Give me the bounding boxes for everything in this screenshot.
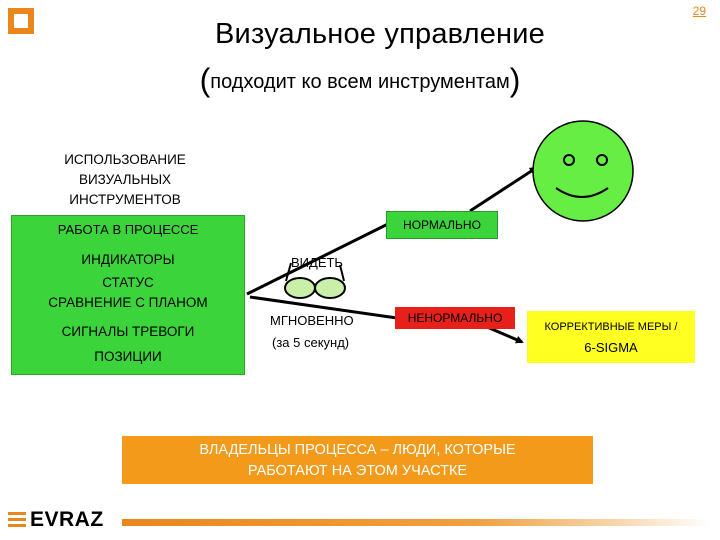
alarm-signals-item: СИГНАЛЫ ТРЕВОГИ [61, 324, 195, 339]
slide-title: Визуальное управление [0, 18, 720, 51]
positions-item: ПОЗИЦИИ [94, 349, 162, 364]
arrow-to-abnormal [249, 295, 398, 320]
plan-comparison-item: СРАВНЕНИЕ С ПЛАНОМ [48, 295, 208, 310]
usage-caption: ИСПОЛЬЗОВАНИЕ ВИЗУАЛЬНЫХ ИНСТРУМЕНТОВ [30, 150, 220, 210]
work-in-process-header: РАБОТА В ПРОЦЕССЕ [57, 222, 199, 237]
work-in-process-box: РАБОТА В ПРОЦЕССЕ ИНДИКАТОРЫ СТАТУС СРАВ… [12, 216, 244, 374]
instant-label: МГНОВЕННО [270, 313, 354, 328]
arrow-to-corrective [486, 325, 524, 344]
corrective-line1: КОРРЕКТИВНЫЕ МЕРЫ / [544, 321, 678, 333]
process-owners-box: ВЛАДЕЛЬЦЫ ПРОЦЕССА – ЛЮДИ, КОТОРЫЕ РАБОТ… [122, 436, 593, 484]
arrow-to-normal [246, 222, 389, 296]
evraz-logo-text: EVRAZ [30, 508, 104, 531]
corrective-line2: 6-SIGMA [584, 340, 638, 355]
usage-caption-line: ВИЗУАЛЬНЫХ [78, 172, 172, 187]
process-owners-line: РАБОТАЮТ НА ЭТОМ УЧАСТКЕ [247, 463, 468, 479]
seconds-label: (за 5 секунд) [272, 335, 350, 350]
evraz-logo-icon [8, 512, 26, 528]
usage-caption-line: ИСПОЛЬЗОВАНИЕ [64, 152, 186, 167]
footer-divider [122, 519, 710, 526]
smiley-face-icon [532, 120, 634, 222]
process-owners-line: ВЛАДЕЛЬЦЫ ПРОЦЕССА – ЛЮДИ, КОТОРЫЕ [199, 442, 516, 458]
normal-box: НОРМАЛЬНО [386, 211, 498, 239]
indicators-item: ИНДИКАТОРЫ [81, 252, 175, 267]
see-label: ВИДЕТЬ [291, 255, 343, 270]
status-item: СТАТУС [102, 275, 154, 290]
usage-caption-line: ИНСТРУМЕНТОВ [69, 192, 181, 207]
glasses-icon [284, 262, 346, 299]
slide-subtitle: (подходит ко всем инструментам) [199, 62, 521, 98]
slide-subtitle-text: подходит ко всем инструментам [210, 71, 510, 93]
corrective-measures-box: КОРРЕКТИВНЫЕ МЕРЫ / 6-SIGMA [527, 311, 695, 363]
arrow-to-smiley [469, 166, 538, 213]
slide-title-text: Визуальное управление [215, 18, 545, 50]
page-number[interactable]: 29 [692, 4, 706, 18]
corner-square-icon [8, 8, 34, 34]
abnormal-box: НЕНОРМАЛЬНО [395, 307, 515, 329]
